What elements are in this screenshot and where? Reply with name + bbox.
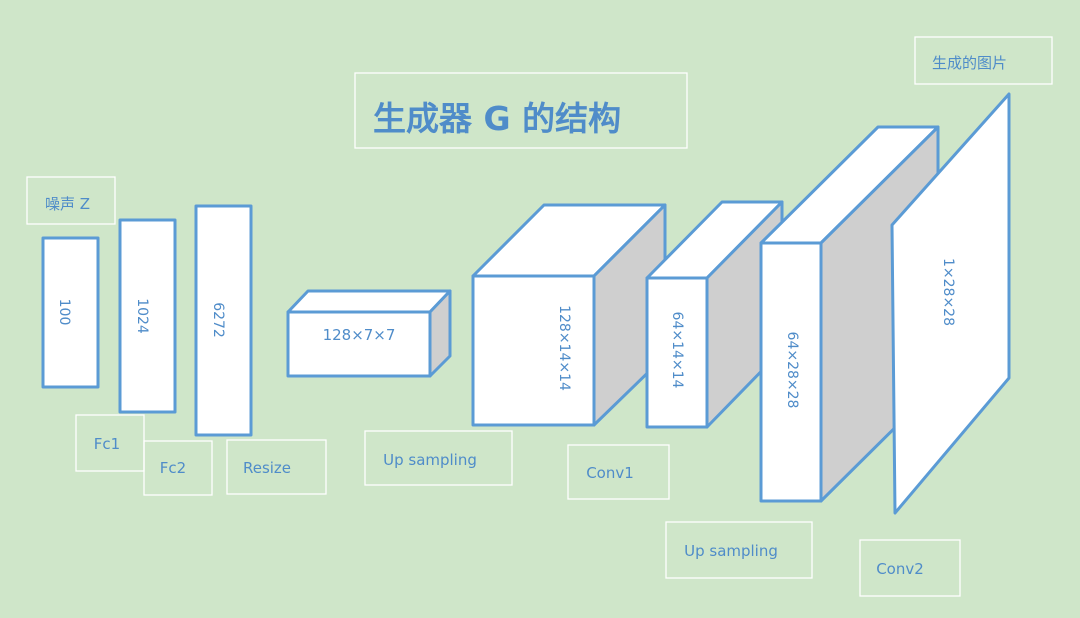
- resize-label: Resize: [243, 459, 291, 477]
- block-64x14x14-size: 64×14×14: [669, 312, 685, 389]
- block-128x14x14-size: 128×14×14: [556, 305, 572, 391]
- fc2-label: Fc2: [160, 459, 186, 477]
- vector-6272: [194, 204, 253, 437]
- upsampling-2-label: Up sampling: [684, 542, 778, 560]
- output-image: [890, 92, 1011, 515]
- block-128x7x7-size: 128×7×7: [323, 326, 396, 344]
- output-image-size: 1×28×28: [940, 258, 956, 326]
- upsampling-1-label: Up sampling: [383, 451, 477, 469]
- fc1-label: Fc1: [94, 435, 120, 453]
- vector-6272-size: 6272: [210, 302, 226, 338]
- output-label-box: [914, 36, 1053, 85]
- diagram-title: 生成器 G 的结构: [373, 99, 621, 138]
- conv2-label: Conv2: [876, 560, 924, 578]
- block-64x28x28-size: 64×28×28: [784, 332, 800, 409]
- vector-1024-size: 1024: [134, 298, 150, 334]
- noise-label-box: [26, 176, 116, 225]
- upsampling-1-label-box: [364, 430, 513, 486]
- title-box: [354, 72, 688, 149]
- conv1-label: Conv1: [586, 464, 634, 482]
- vector-100-size: 100: [56, 299, 72, 326]
- vector-100: [41, 236, 100, 389]
- conv2-label-box: [859, 539, 961, 597]
- upsampling-2-label-box: [665, 521, 813, 579]
- output-label: 生成的图片: [932, 54, 1007, 72]
- noise-label: 噪声 Z: [45, 195, 90, 213]
- vector-1024: [118, 218, 177, 414]
- fc2-label-box: [143, 440, 213, 496]
- block-128x7x7: [286, 289, 452, 378]
- resize-label-box: [226, 439, 327, 495]
- conv1-label-box: [567, 444, 670, 500]
